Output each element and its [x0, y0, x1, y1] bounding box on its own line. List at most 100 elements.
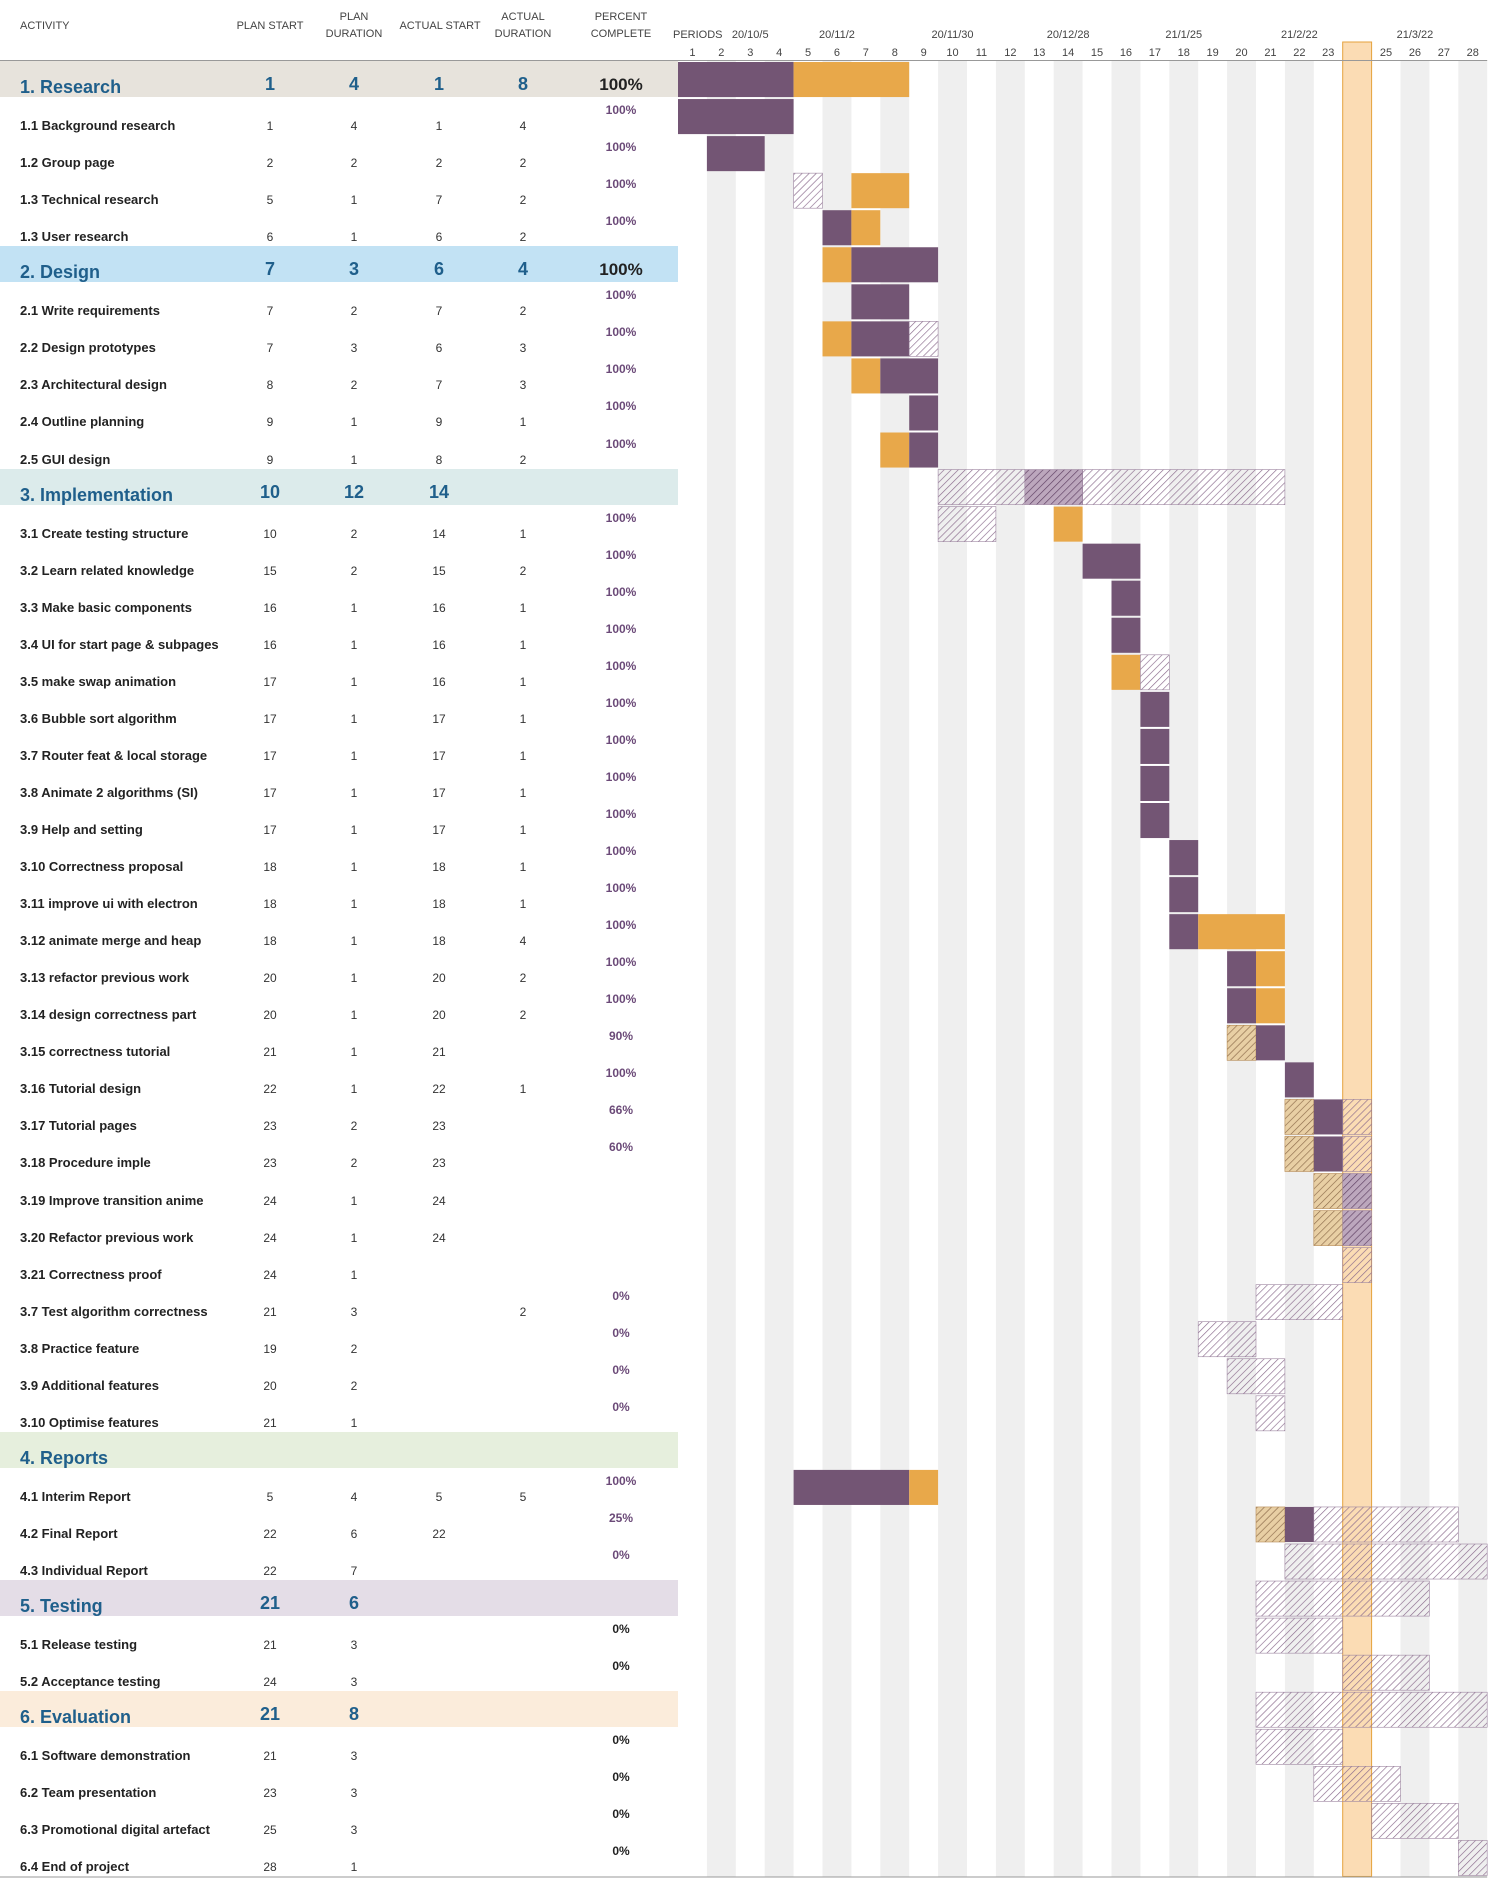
- percent-complete-value: 100%: [605, 214, 637, 229]
- percent-complete-value: 100%: [605, 103, 637, 118]
- plan-start-value: 20: [263, 971, 277, 986]
- period-number: 5: [805, 47, 811, 59]
- plan-start-value: 7: [266, 304, 274, 319]
- plan-bar: [1111, 617, 1141, 653]
- plan-start-value: 24: [263, 1230, 277, 1245]
- percent-complete-value: 100%: [605, 807, 637, 821]
- actual-start-value: 14: [432, 526, 446, 541]
- actual-start-value: 22: [432, 1082, 446, 1097]
- activity-name: 3.10 Optimise features: [20, 1414, 159, 1430]
- period-number: 10: [946, 47, 958, 59]
- percent-complete-value: 0%: [612, 1288, 630, 1303]
- actual-start-value: 15: [432, 563, 446, 578]
- plan-duration-value: 1: [350, 823, 358, 838]
- percent-complete-value: 100%: [605, 325, 637, 340]
- plan-start-value: 21: [263, 1304, 277, 1319]
- actual-duration-value: 4: [517, 259, 528, 280]
- plan-duration-value: 2: [350, 1378, 358, 1393]
- period-number: 15: [1091, 47, 1103, 59]
- plan-duration-value: 7: [350, 1564, 358, 1579]
- plan-duration-value: 4: [348, 74, 359, 95]
- activity-name: 2. Design: [20, 262, 101, 283]
- period-number: 4: [776, 47, 782, 59]
- remaining-plan-bar: [1342, 1210, 1372, 1246]
- percent-complete-value: 60%: [608, 1140, 634, 1155]
- percent-complete-value: 0%: [612, 1807, 630, 1822]
- plan-duration-value: 3: [350, 1675, 358, 1690]
- actual-duration-value: 1: [519, 600, 527, 615]
- actual-start-value: 8: [435, 452, 443, 467]
- plan-duration-value: 1: [350, 1193, 358, 1208]
- date-label: 20/11/30: [932, 29, 974, 41]
- plan-duration-value: 6: [350, 1526, 358, 1541]
- actual-duration-value: 1: [519, 785, 527, 800]
- percent-complete-value: 90%: [608, 1029, 634, 1044]
- actual-start-value: 18: [432, 934, 446, 949]
- actual-start-value: 6: [435, 230, 443, 245]
- activity-name: 3.7 Test algorithm correctness: [20, 1303, 208, 1319]
- activity-name: 2.2 Design prototypes: [20, 340, 156, 356]
- period-number: 11: [976, 47, 987, 59]
- activity-name: 5.2 Acceptance testing: [20, 1674, 161, 1690]
- plan-start-value: 22: [263, 1082, 277, 1097]
- activity-name: 3. Implementation: [20, 484, 174, 505]
- date-label: 21/3/22: [1397, 29, 1434, 41]
- percent-complete-value: 100%: [605, 399, 637, 414]
- plan-bar: [1227, 988, 1256, 1024]
- actual-duration-value: 1: [519, 823, 527, 838]
- actual-duration-value: 2: [519, 156, 527, 171]
- actual-start-value: 5: [435, 1489, 443, 1504]
- activity-name: 3.3 Make basic components: [20, 599, 192, 615]
- percent-complete-value: 100%: [605, 1066, 637, 1081]
- actual-duration-value: 4: [519, 119, 527, 134]
- remaining-plan-bar: [1255, 1691, 1488, 1728]
- period-column: [1053, 61, 1083, 1877]
- actual-start-value: 7: [435, 378, 443, 393]
- remaining-plan-bar: [1255, 1617, 1343, 1654]
- plan-duration-value: 2: [350, 378, 358, 393]
- activity-name: 3.4 UI for start page & subpages: [20, 636, 219, 652]
- plan-duration-value: 1: [350, 1415, 358, 1430]
- plan-start-value: 25: [263, 1823, 277, 1838]
- remaining-plan-bar: [1255, 1728, 1343, 1765]
- activity-name: 3.5 make swap animation: [20, 673, 177, 689]
- actual-start-value: 6: [435, 341, 443, 356]
- actual-duration-value: 2: [519, 452, 527, 467]
- plan-bar: [1284, 1062, 1314, 1098]
- percent-complete-value: 100%: [605, 658, 637, 673]
- plan-duration-value: 12: [343, 481, 365, 502]
- date-label: 21/1/25: [1165, 29, 1202, 41]
- activity-name: 3.18 Procedure imple: [20, 1155, 151, 1171]
- plan-start-value: 18: [263, 897, 277, 912]
- actual-start-value: 1: [435, 119, 443, 134]
- plan-duration-value: 1: [350, 785, 358, 800]
- actual-start-value: 20: [432, 1008, 446, 1023]
- plan-start-value: 21: [259, 1704, 281, 1725]
- plan-duration-value: 1: [350, 934, 358, 949]
- activity-name: 3.8 Animate 2 algorithms (SI): [20, 784, 198, 800]
- actual-start-value: 22: [432, 1526, 446, 1541]
- activity-name: 3.9 Help and setting: [20, 822, 143, 838]
- plan-duration-value: 3: [350, 341, 358, 356]
- period-number: 23: [1322, 47, 1334, 59]
- actual-duration-value: 1: [519, 748, 527, 763]
- group-row: 4. Reports: [0, 1431, 678, 1468]
- percent-complete-value: 100%: [605, 362, 637, 377]
